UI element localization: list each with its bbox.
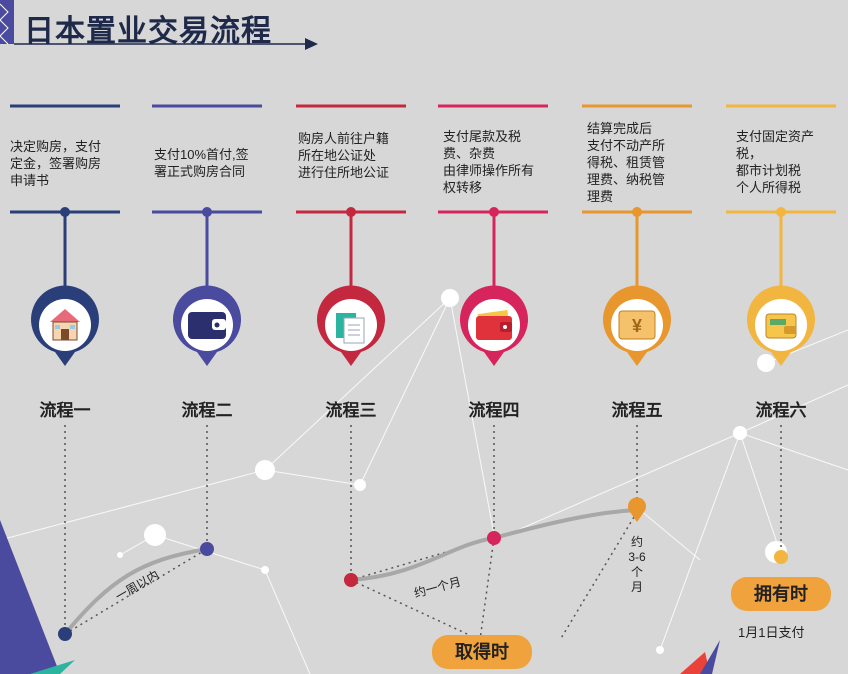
step-6-label: 流程六 — [755, 401, 807, 420]
document-icon — [336, 313, 365, 344]
red-wallet-icon — [476, 309, 512, 340]
step-2-label: 流程二 — [181, 401, 233, 420]
step-4-label: 流程四 — [468, 401, 520, 420]
step-5-label: 流程五 — [611, 401, 663, 420]
step-6-description: 支付固定资产 税， 都市计划税 个人所得税 — [736, 129, 815, 195]
step-3-label: 流程三 — [325, 401, 377, 420]
step-2-description: 支付10%首付,签 署正式购房合同 — [154, 147, 249, 179]
step-4-description: 支付尾款及税 费、杂费 由律师操作所有 权转移 — [443, 129, 535, 195]
own-badge: 拥有时 — [731, 577, 831, 611]
house-icon — [50, 309, 80, 341]
page-title: 日本置业交易流程 — [24, 15, 272, 48]
own-payment-note: 1月1日支付 — [738, 625, 805, 640]
note-3-6-months: 约 3-6 个 月 — [628, 535, 646, 594]
acquire-badge: 取得时 — [432, 635, 532, 669]
svg-text:¥: ¥ — [632, 316, 642, 336]
step-5-description: 结算完成后 支付不动产所 得税、租赁管 理费、纳税管 理费 — [587, 121, 666, 204]
step-1-description: 决定购房，支付 定金，签署购房 申请书 — [10, 139, 102, 188]
card-wallet-icon — [765, 313, 797, 339]
yen-icon: ¥ — [618, 310, 656, 340]
step-1-label: 流程一 — [39, 401, 91, 420]
wallet-icon — [188, 312, 226, 339]
step-3-description: 购房人前往户籍 所在地公证处 进行住所地公证 — [298, 131, 390, 180]
